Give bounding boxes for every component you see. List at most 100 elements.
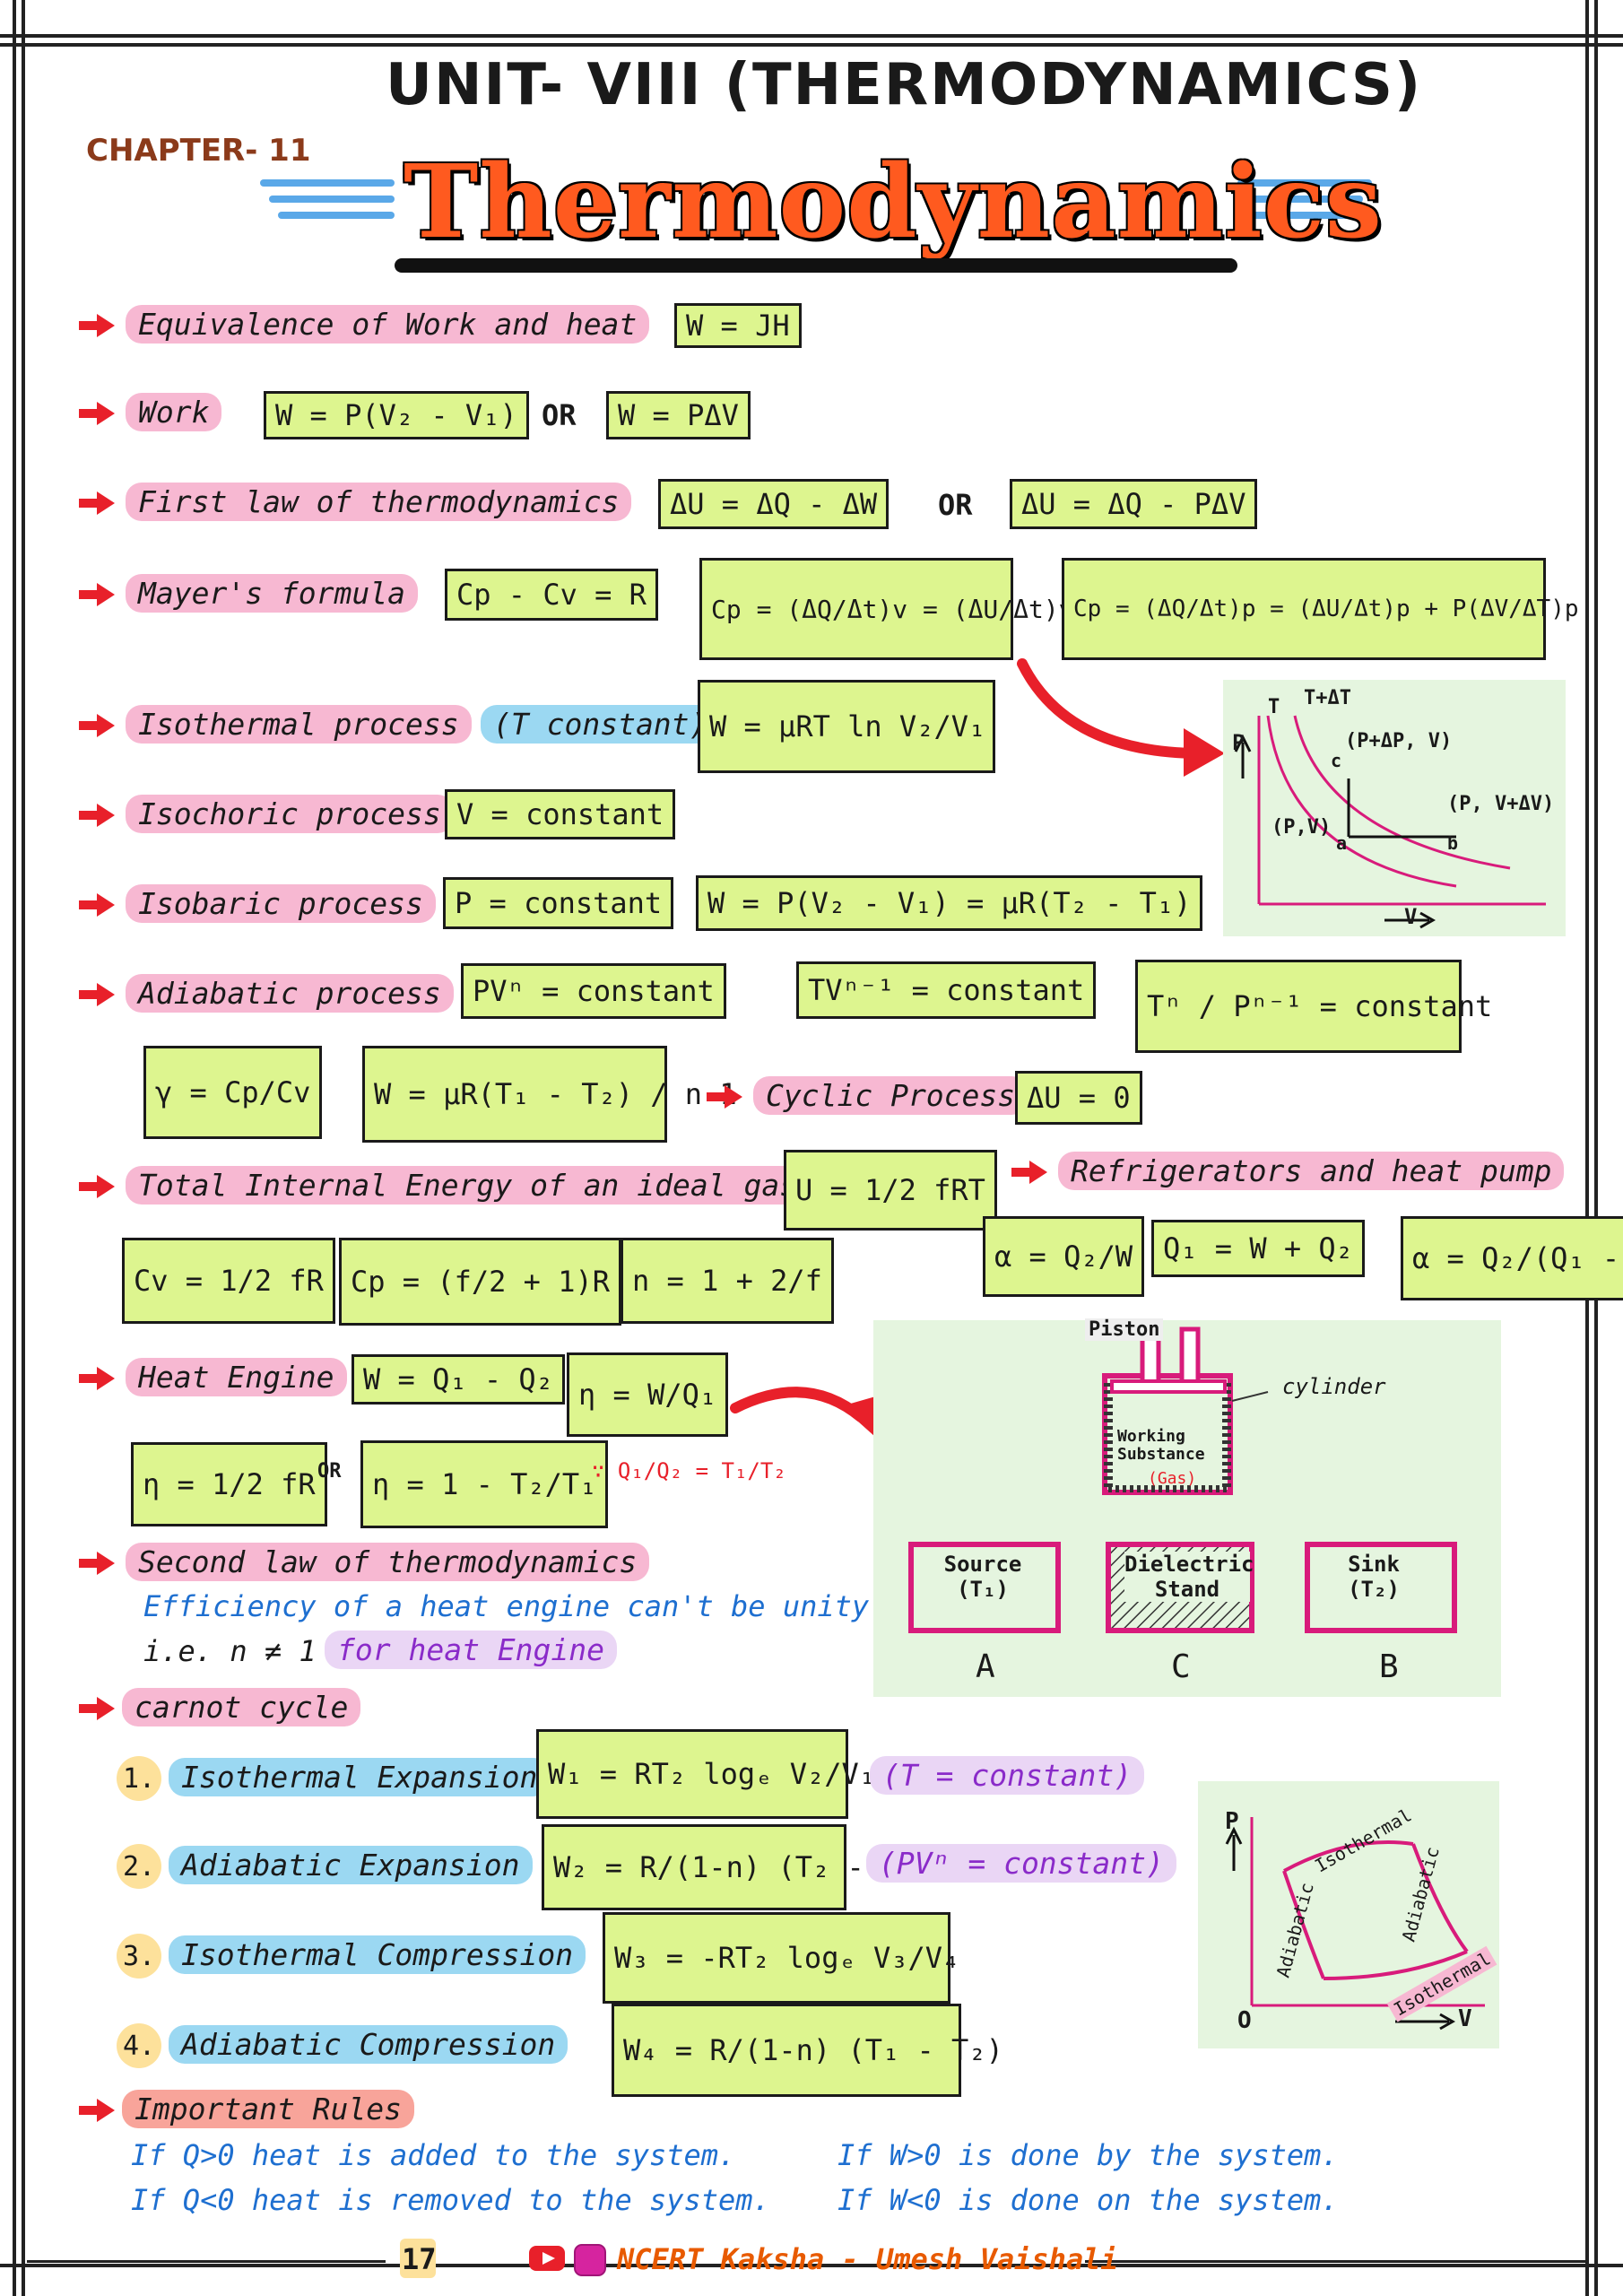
work-or: OR: [542, 398, 577, 432]
isochoric-formula: V = constant: [445, 789, 676, 839]
rule-3: If W>0 is done by the system.: [838, 2138, 1339, 2172]
gas-label: (Gas): [1148, 1469, 1197, 1488]
step-number: 1.: [117, 1756, 161, 1801]
footer-line-right: [1085, 2260, 1587, 2263]
source-label: Source (T₁): [943, 1552, 1022, 1602]
work-heat-formula: W = JH: [674, 303, 802, 348]
pv-b-label: b: [1447, 832, 1459, 854]
pv-graph-panel: [1223, 680, 1566, 936]
carnot-step-name: Adiabatic Compression: [169, 2025, 568, 2064]
refrigerator-formula-1: α = Q₂/W: [983, 1216, 1145, 1297]
bullet-arrow-icon: [79, 1552, 115, 1575]
isothermal-label: Isothermal process: [126, 705, 472, 744]
pv-v-label: V: [1404, 904, 1418, 929]
refrigerator-formula-3: α = Q₂/(Q₁ - Q₂): [1401, 1216, 1623, 1300]
pv-a-coord: (P,V): [1271, 816, 1332, 839]
pv-tdt-label: T+ΔT: [1304, 687, 1351, 709]
bullet-arrow-icon: [79, 983, 115, 1006]
engine-b-label: B: [1379, 1648, 1399, 1685]
chapter-label: CHAPTER- 11: [86, 133, 311, 169]
adiabatic-formula-1: PVⁿ = constant: [461, 963, 726, 1019]
engine-diagram: [908, 1326, 1457, 1633]
adiabatic-work-formula: W = μR(T₁ - T₂) / n-1: [362, 1046, 737, 1143]
frame-right-line: [1585, 0, 1589, 2296]
heat-engine-formula-2: η = W/Q₁: [567, 1352, 729, 1437]
bullet-arrow-icon: [79, 714, 115, 737]
pv-graph: [1234, 715, 1546, 929]
title-stripe-right-2: [1237, 196, 1363, 203]
bullet-arrow-icon: [79, 314, 115, 337]
bullet-arrow-icon: [79, 804, 115, 827]
gamma-formula: γ = Cp/Cv: [143, 1046, 323, 1139]
engine-c-label: C: [1171, 1648, 1191, 1685]
bullet-arrow-icon: [707, 1085, 742, 1109]
mayer-formula-2: Cp = (ΔQ/Δt)v = (ΔU/Δt)v: [699, 558, 1074, 660]
cylinder-label: cylinder: [1282, 1374, 1386, 1399]
frame-top-line-2: [0, 43, 1623, 47]
instagram-icon: [574, 2244, 606, 2276]
page-number-badge: [400, 2239, 436, 2278]
rule-1: If Q>0 heat is added to the system.: [131, 2138, 736, 2172]
frame-bottom-line: [0, 2264, 1623, 2267]
heat-engine-or: OR: [317, 1460, 342, 1483]
second-law-line-2: i.e. n ≠ 1: [143, 1634, 317, 1668]
title-stripe-right-3: [1237, 212, 1354, 219]
frame-left-line-2: [22, 0, 25, 2296]
work-heat-label: Equivalence of Work and heat: [126, 305, 650, 344]
carnot-graph: [1225, 1817, 1485, 2031]
cyclic-label: Cyclic Process: [753, 1076, 1028, 1115]
second-law-label: Second law of thermodynamics: [126, 1543, 650, 1581]
cv-formula: Cv = 1/2 fR: [122, 1238, 335, 1324]
carnot-label: carnot cycle: [122, 1688, 361, 1726]
bullet-arrow-icon: [79, 1697, 115, 1720]
cp-formula: Cp = (f/2 + 1)R: [339, 1238, 621, 1326]
adiabatic-formula-3: Tⁿ / Pⁿ⁻¹ = constant: [1135, 960, 1492, 1053]
frame-right-line-2: [1594, 0, 1598, 2296]
heat-engine-formula-3: η = 1/2 fR: [131, 1442, 327, 1526]
isobaric-formula-2: W = P(V₂ - V₁) = μR(T₂ - T₁): [696, 875, 1203, 931]
carnot-p-label: P: [1225, 1808, 1239, 1835]
mayer-label: Mayer's formula: [126, 574, 419, 613]
bullet-arrow-icon: [79, 1367, 115, 1390]
heat-engine-note: ∵ Q₁/Q₂ = T₁/T₂: [592, 1458, 786, 1483]
isothermal-tag: (T constant): [481, 705, 720, 744]
title-stripe-right-1: [1237, 179, 1372, 187]
pv-c-label: c: [1331, 750, 1342, 771]
pv-t-label: T: [1268, 696, 1280, 718]
pv-a-label: a: [1336, 832, 1348, 854]
carnot-step-formula: W₂ = R/(1-n) (T₂ - T₁): [542, 1824, 933, 1910]
isothermal-formula: W = μRT ln V₂/V₁: [698, 680, 995, 773]
footer-brand: NCERT Kaksha - Umesh Vaishali: [617, 2242, 1118, 2276]
title-stripe-left-1: [260, 179, 395, 187]
work-formula-1: W = P(V₂ - V₁): [264, 391, 529, 439]
title-stripe-left-2: [269, 196, 395, 203]
second-law-line-1: Efficiency of a heat engine can't be uni…: [143, 1589, 870, 1623]
frame-top-line: [0, 34, 1623, 38]
bullet-arrow-icon: [79, 893, 115, 917]
bullet-arrow-icon: [79, 491, 115, 515]
pv-c-coord: (P+ΔP, V): [1345, 730, 1453, 752]
unit-title: UNIT- VIII (THERMODYNAMICS): [386, 52, 1423, 118]
work-label: Work: [126, 393, 222, 431]
carnot-step-name: Adiabatic Expansion: [169, 1846, 533, 1884]
heat-engine-formula-4: η = 1 - T₂/T₁: [360, 1440, 609, 1528]
first-law-or: OR: [938, 488, 973, 522]
second-law-tag: for heat Engine: [325, 1631, 618, 1669]
refrigerator-formula-2: Q₁ = W + Q₂: [1151, 1220, 1365, 1277]
stand-label: Dielectric Stand: [1124, 1552, 1254, 1602]
main-title: Thermodynamics: [404, 144, 1383, 261]
mayer-formula-1: Cp - Cv = R: [445, 569, 658, 621]
n-formula: n = 1 + 2/f: [621, 1238, 834, 1324]
carnot-o-label: O: [1237, 2007, 1252, 2034]
first-law-formula-1: ΔU = ΔQ - ΔW: [658, 479, 890, 529]
carnot-step-formula: W₃ = -RT₂ logₑ V₃/V₄: [603, 1912, 959, 2004]
bullet-arrow-icon: [79, 1175, 115, 1198]
bullet-arrow-icon: [79, 402, 115, 425]
rule-2: If Q<0 heat is removed to the system.: [131, 2183, 770, 2217]
first-law-formula-2: ΔU = ΔQ - PΔV: [1010, 479, 1258, 529]
cyclic-formula: ΔU = 0: [1015, 1071, 1142, 1125]
carnot-graph-panel: [1198, 1781, 1499, 2048]
adiabatic-label: Adiabatic process: [126, 974, 454, 1013]
isobaric-label: Isobaric process: [126, 884, 436, 923]
piston-label: Piston: [1085, 1318, 1164, 1341]
